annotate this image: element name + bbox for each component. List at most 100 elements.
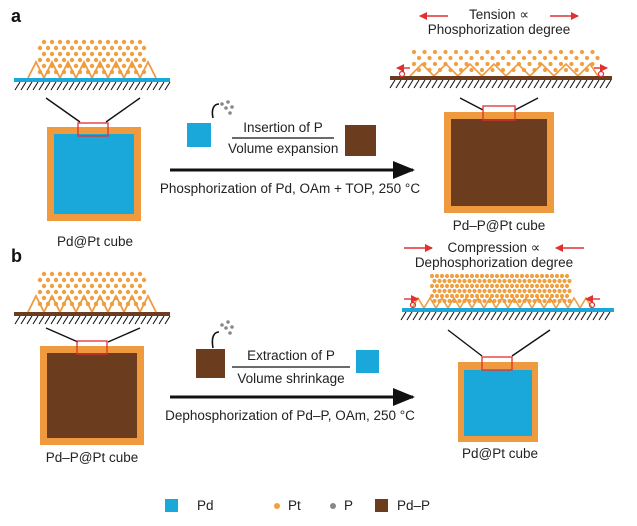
pt-atom [141,45,147,51]
pt-atom [453,49,459,55]
pt-atom [529,283,535,289]
pt-atom [567,298,572,304]
substrate-hatch-line [580,311,587,321]
pt-atom [499,293,505,299]
pt-atom [537,288,542,294]
pt-atom [121,271,127,277]
b-end-cube-core [464,370,532,436]
substrate-hatch-line [116,315,123,325]
pt-atom [49,283,55,289]
a-left-pt-dots [37,39,147,75]
substrate-hatch-line [526,311,533,321]
a-right-surface-strip [389,49,612,89]
pt-atom [469,293,475,299]
pt-atom [509,283,515,289]
substrate-hatch-line [592,311,599,321]
pt-atom [69,45,75,51]
panel-b-letter: b [11,246,22,266]
substrate-hatch-line [569,79,576,89]
pt-atom [73,63,79,69]
pt-atom [442,288,447,294]
a-right-pdp-substrate [390,76,612,80]
substrate-hatch-line [599,79,606,89]
substrate-hatch-line [568,311,575,321]
substrate-hatch-line [140,315,147,325]
pt-atom [117,57,123,63]
pt-atom [517,278,522,284]
substrate-hatch-line [424,311,431,321]
substrate-hatch-line [449,79,456,89]
substrate-hatch-line [407,79,414,89]
pt-atom [411,49,417,55]
pt-atom [133,45,139,51]
pt-atom [590,49,595,55]
pt-atom [569,61,574,67]
pt-atom [464,61,469,67]
substrate-hatch-line [544,311,551,321]
pt-atom [41,295,47,301]
pt-atom [562,278,567,284]
pt-atom [512,288,517,294]
b-start-cube-core [47,353,137,438]
substrate-hatch-line [460,311,467,321]
pt-atom [559,273,565,279]
pt-atom [499,283,505,289]
pt-atom [537,49,543,55]
pt-atom [522,288,527,294]
pt-atom [519,293,525,299]
pt-atom [482,298,487,304]
pt-atom [452,288,457,294]
pt-atom [429,293,435,299]
substrate-hatch-line [104,315,111,325]
pt-atom [479,283,485,289]
pt-atom [49,39,55,45]
pt-atom [469,67,474,73]
pt-atom [482,288,487,294]
pt-atom [45,277,51,283]
substrate-hatch-line [389,79,396,89]
pt-atom [544,293,550,299]
pt-atom [41,271,47,277]
pt-atom [559,293,565,299]
a-mini-p-dot [230,105,234,109]
pt-atom [105,295,111,301]
a-end-label: Pd–P@Pt cube [452,218,546,233]
pt-atom [69,57,75,63]
pt-atom [129,283,135,289]
substrate-hatch-line [80,81,87,91]
pt-atom [507,278,512,284]
a-end-cube-core [451,119,547,206]
pt-atom [547,288,552,294]
b-right-zoom-line [447,329,483,357]
b-end-label: Pd@Pt cube [462,446,538,461]
pt-atom [542,298,547,304]
substrate-hatch-line [110,81,117,91]
pt-atom [53,45,59,51]
pt-atom [542,55,548,61]
pt-atom [512,278,517,284]
pt-atom [427,55,432,61]
pt-atom [477,288,482,294]
substrate-hatch-line [490,311,497,321]
pt-atom [57,271,63,277]
pt-atom [93,277,99,283]
substrate-hatch-line [563,79,570,89]
legend-pt-dot [274,503,280,509]
pt-atom [484,273,490,279]
substrate-hatch-line [532,311,539,321]
pt-atom [65,51,71,57]
pt-atom [69,277,75,283]
pt-atom [101,277,107,283]
pt-atom [117,45,123,51]
pt-atom [497,288,502,294]
pt-atom [457,278,462,284]
a-right-pull-marker-left [396,64,410,78]
pt-atom [432,278,437,284]
substrate-hatch-line [56,81,63,91]
pt-atom [125,289,131,295]
pt-atom [552,278,557,284]
pt-atom [467,278,472,284]
pt-atom [77,277,83,283]
pt-atom [45,57,51,63]
a-left-pd-substrate [14,78,170,82]
